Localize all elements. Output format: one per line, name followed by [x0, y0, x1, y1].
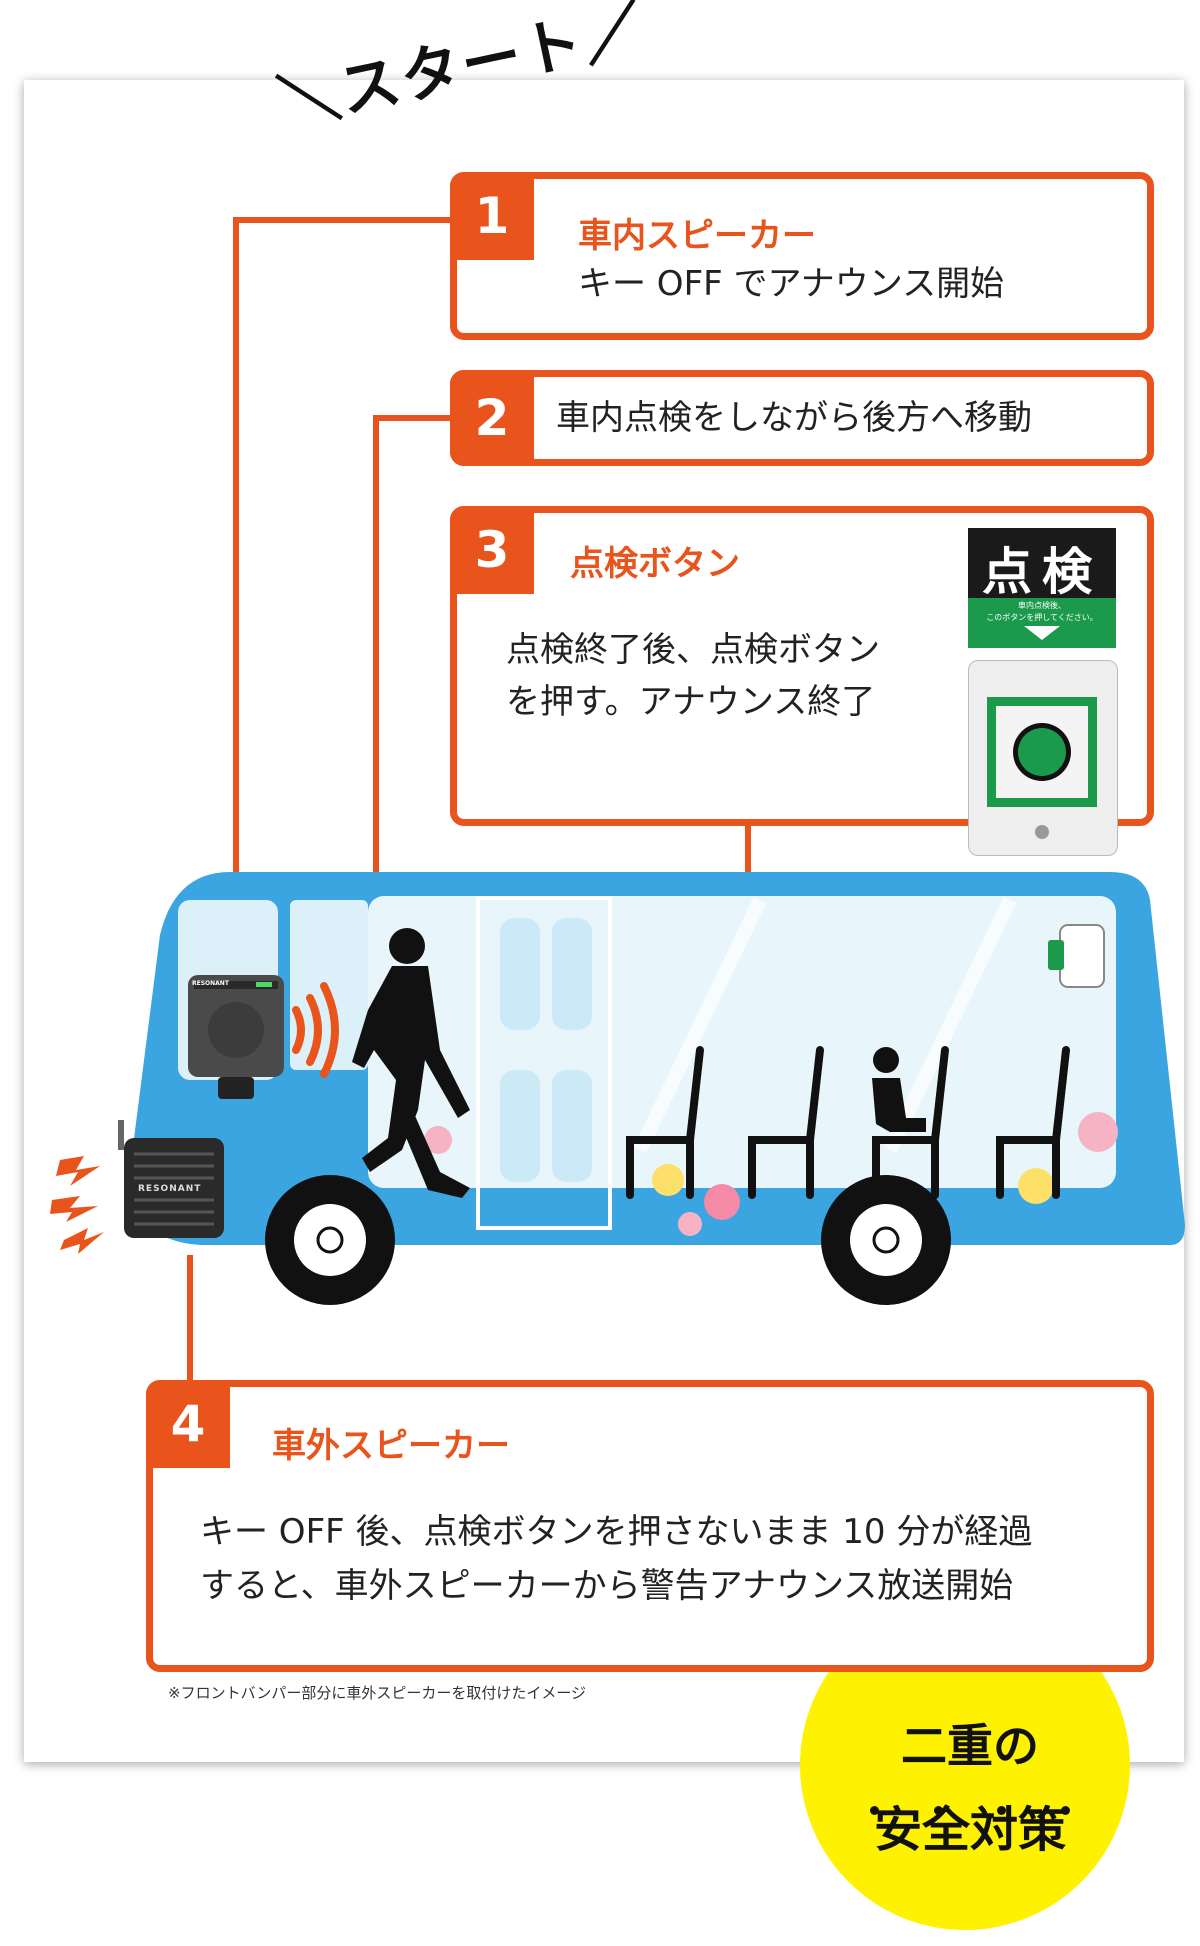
alert-lightning-icon — [50, 1156, 104, 1254]
flower — [678, 1212, 702, 1236]
step3-body-line2: を押す。アナウンス終了 — [506, 676, 875, 728]
bubble-line1: 二重の — [820, 1710, 1120, 1776]
bus-door-pane-3 — [500, 1070, 540, 1182]
connector-step2 — [376, 418, 450, 905]
device-button-frame — [987, 697, 1097, 807]
step3-number: 3 — [450, 506, 534, 594]
step1-body: キー OFF でアナウンス開始 — [578, 258, 1004, 310]
bubble-line2: 安全対策 — [820, 1790, 1120, 1860]
step4-body-line1: キー OFF 後、点検ボタンを押さないまま 10 分が経過 — [200, 1506, 1032, 1558]
device-sublabel-line2: このボタンを押してください。 — [968, 612, 1116, 623]
device-sublabel-line1: 車内点検後、 — [968, 600, 1116, 611]
step1-number: 1 — [450, 172, 534, 260]
flower — [652, 1164, 684, 1196]
step1-title: 車内スピーカー — [578, 208, 816, 257]
device-screw-icon — [1035, 825, 1049, 839]
connector-step1 — [236, 220, 450, 982]
device-housing — [968, 660, 1118, 856]
exterior-speaker-brand: RESONANT — [138, 1184, 201, 1194]
bus-door-pane-2 — [552, 918, 592, 1030]
flower — [1018, 1168, 1054, 1204]
step4-number: 4 — [146, 1380, 230, 1468]
step3-title: 点検ボタン — [570, 536, 740, 585]
down-arrow-icon — [1024, 626, 1060, 640]
green-button-icon — [1018, 728, 1066, 776]
step2-number: 2 — [450, 370, 534, 466]
bus-door-pane-4 — [552, 1070, 592, 1182]
step3-body-line1: 点検終了後、点検ボタン — [506, 624, 880, 676]
step4-body-line2: すると、車外スピーカーから警告アナウンス放送開始 — [200, 1560, 1013, 1612]
inspection-button-device: 点検 車内点検後、 このボタンを押してください。 — [968, 528, 1116, 854]
wheel-front-hub — [294, 1204, 366, 1276]
step4-title: 車外スピーカー — [272, 1418, 510, 1467]
bus — [130, 872, 1185, 1305]
footnote: ※フロントバンパー部分に車外スピーカーを取付けたイメージ — [168, 1682, 586, 1703]
device-label-panel: 点検 車内点検後、 このボタンを押してください。 — [968, 528, 1116, 648]
wheel-rear-hub — [850, 1204, 922, 1276]
flower — [1078, 1112, 1118, 1152]
step2-body: 車内点検をしながら後方へ移動 — [556, 392, 1032, 444]
device-label: 点検 — [968, 532, 1116, 604]
bus-door-pane-1 — [500, 918, 540, 1030]
interior-speaker-brand: RESONANT — [192, 980, 229, 987]
flower — [704, 1184, 740, 1220]
